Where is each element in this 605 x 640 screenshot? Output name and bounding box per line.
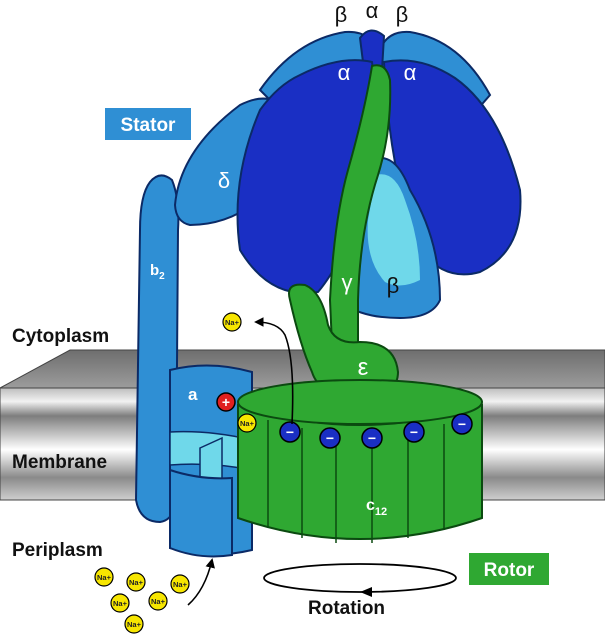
label-periplasm: Periplasm xyxy=(12,540,103,561)
label-b-sub: 2 xyxy=(159,271,165,282)
svg-text:Na+: Na+ xyxy=(113,599,128,608)
positive-charge xyxy=(216,392,236,412)
svg-text:Na+: Na+ xyxy=(240,419,255,428)
minus-sign-4: − xyxy=(410,424,418,440)
label-cytoplasm: Cytoplasm xyxy=(12,326,109,347)
sodium-bound: Na+ xyxy=(237,413,257,433)
label-alpha-top: α xyxy=(366,0,379,23)
svg-text:Na+: Na+ xyxy=(173,580,188,589)
rotation-arrow xyxy=(263,563,457,597)
sodium-ions-periplasm: Na+ Na+ Na+ Na+ Na+ Na+ xyxy=(94,567,190,634)
subunit-gamma xyxy=(328,64,392,346)
subunit-c12-ring xyxy=(237,379,483,543)
rotor-binding-sites xyxy=(279,413,473,449)
label-beta-top-left: β xyxy=(335,2,348,27)
label-epsilon: ε xyxy=(358,354,369,381)
ion-entry-arrow xyxy=(187,558,215,606)
svg-text:Na+: Na+ xyxy=(225,318,240,327)
subunit-epsilon xyxy=(288,283,400,400)
label-c-sub: 12 xyxy=(375,506,387,518)
rotor-label-box: Rotor xyxy=(469,553,549,585)
svg-text:Na+: Na+ xyxy=(129,578,144,587)
label-delta: δ xyxy=(218,168,230,193)
minus-sign-2: − xyxy=(326,430,334,446)
plus-sign: + xyxy=(222,394,230,410)
label-rotation: Rotation xyxy=(308,598,385,619)
svg-text:Na+: Na+ xyxy=(97,573,112,582)
svg-text:Na+: Na+ xyxy=(127,620,142,629)
label-stator: Stator xyxy=(121,115,177,136)
label-gamma: γ xyxy=(342,270,353,295)
subunit-a-front xyxy=(169,468,233,558)
label-c: c12 xyxy=(366,497,387,518)
label-beta-top-right: β xyxy=(396,2,409,27)
ion-exit-arrow xyxy=(254,317,294,425)
minus-sign-5: − xyxy=(458,416,466,432)
label-alpha-right: α xyxy=(404,60,417,85)
label-b: b2 xyxy=(150,262,165,282)
subunit-beta-front-highlight xyxy=(367,174,420,286)
label-membrane: Membrane xyxy=(12,452,107,473)
label-a: a xyxy=(188,385,198,404)
svg-text:Na+: Na+ xyxy=(151,597,166,606)
minus-sign-1: − xyxy=(286,424,294,440)
minus-sign-3: − xyxy=(368,430,376,446)
sodium-ion-cytoplasm: Na+ xyxy=(222,312,242,332)
label-beta-front: β xyxy=(387,273,400,298)
label-alpha-left: α xyxy=(338,60,351,85)
stator-label-box: Stator xyxy=(105,108,191,140)
label-rotor: Rotor xyxy=(484,560,535,581)
